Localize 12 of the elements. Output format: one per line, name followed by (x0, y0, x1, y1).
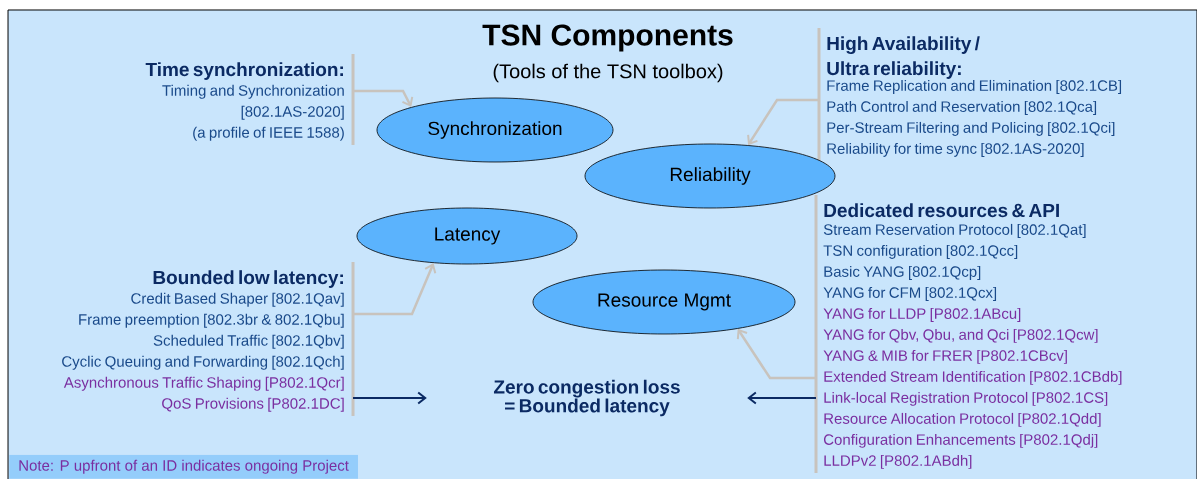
arrow (353, 391, 427, 405)
arrow (353, 263, 437, 316)
arrow (747, 98, 819, 146)
arrow (736, 328, 816, 380)
note-box: Note: P upfront of an ID indicates ongoing Project (9, 454, 358, 479)
arrow (353, 89, 414, 108)
arrow (747, 391, 816, 405)
text-block: Time synchronization: Timing and Synchronization [802.1AS-2020] (a profile of IEEE 1588) (145, 54, 355, 145)
statement-text: Zero congestion loss = Bounded latency (494, 379, 680, 417)
text-block: Bounded low latency: Credit Based Shaper [802.1Qav] Frame preemption [802.3br & 802.1Qbu] Scheduled Traffic [802.1Qbv] Cyclic Queuing and Forwarding [802.1Qch] Asynchronous Traffic Shaping [P802.1Qcr] QoS Provisions [P802.1DC] (62, 262, 355, 416)
subtitle: (Tools of the TSN toolbox) (493, 63, 723, 83)
title: TSN Components (482, 24, 733, 52)
